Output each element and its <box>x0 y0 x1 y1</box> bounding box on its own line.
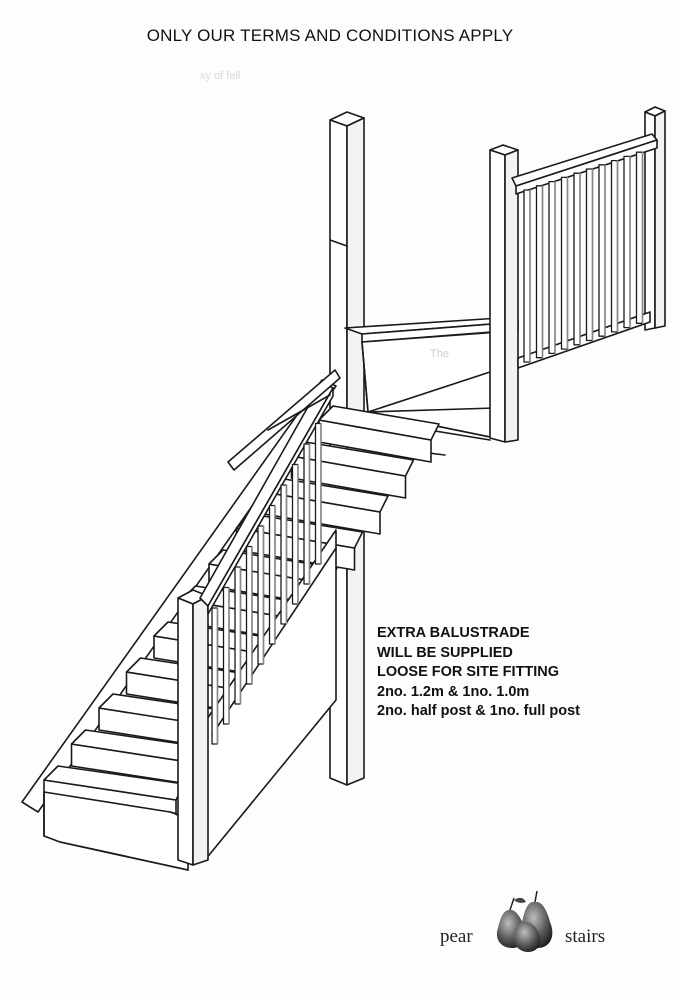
upper-gallery-post-right <box>644 106 666 331</box>
note-line: 2no. half post & 1no. full post <box>377 703 580 719</box>
upper-spindle <box>535 185 544 359</box>
logo-word-right: stairs <box>565 926 606 947</box>
lower-spindle <box>234 566 242 705</box>
balustrade-note: EXTRA BALUSTRADE WILL BE SUPPLIED LOOSE … <box>377 624 667 722</box>
upper-spindle <box>523 189 531 363</box>
bleed-through-text: xy of fell <box>200 70 241 82</box>
lower-spindles <box>211 422 322 745</box>
upper-gallery-post-left <box>489 144 519 443</box>
logo-word-left: pear <box>440 926 473 947</box>
upper-spindle <box>585 168 594 342</box>
upper-spindle <box>623 155 631 329</box>
outer-string <box>21 379 337 813</box>
lower-spindle <box>280 484 288 625</box>
lower-spindle <box>211 607 219 745</box>
lower-handrail <box>199 381 334 615</box>
lower-spindle <box>268 504 276 645</box>
lower-spindle <box>314 422 322 565</box>
terms-notice: ONLY OUR TERMS AND CONDITIONS APPLY <box>146 26 514 45</box>
upper-handrail <box>511 133 658 195</box>
note-line: 2no. 1.2m & 1no. 1.0m <box>377 683 530 700</box>
bleed-through-text: The <box>430 348 449 360</box>
bottom-newel-post <box>177 589 209 866</box>
upper-spindles <box>523 151 644 363</box>
note-line: WILL BE SUPPLIED <box>377 644 513 661</box>
upper-spindle <box>610 159 619 333</box>
stair-tread <box>318 405 440 441</box>
lower-spindle <box>245 545 253 685</box>
upper-spindle <box>560 176 569 350</box>
pear-stairs-logo: pear stairs <box>440 888 620 958</box>
lower-spindle <box>303 443 311 585</box>
upper-spindle <box>573 172 581 346</box>
upper-spindle <box>598 164 606 337</box>
note-line: EXTRA BALUSTRADE <box>377 625 530 641</box>
stair-tread <box>43 765 185 801</box>
lower-spindle <box>257 525 265 665</box>
upper-string <box>227 369 341 471</box>
lower-spindle <box>291 463 299 605</box>
lower-spindle <box>222 586 230 725</box>
upper-spindle <box>548 180 556 355</box>
note-line: LOOSE FOR SITE FITTING <box>377 664 560 680</box>
pear-fruit-icon <box>496 890 553 952</box>
upper-spindle <box>635 151 644 324</box>
